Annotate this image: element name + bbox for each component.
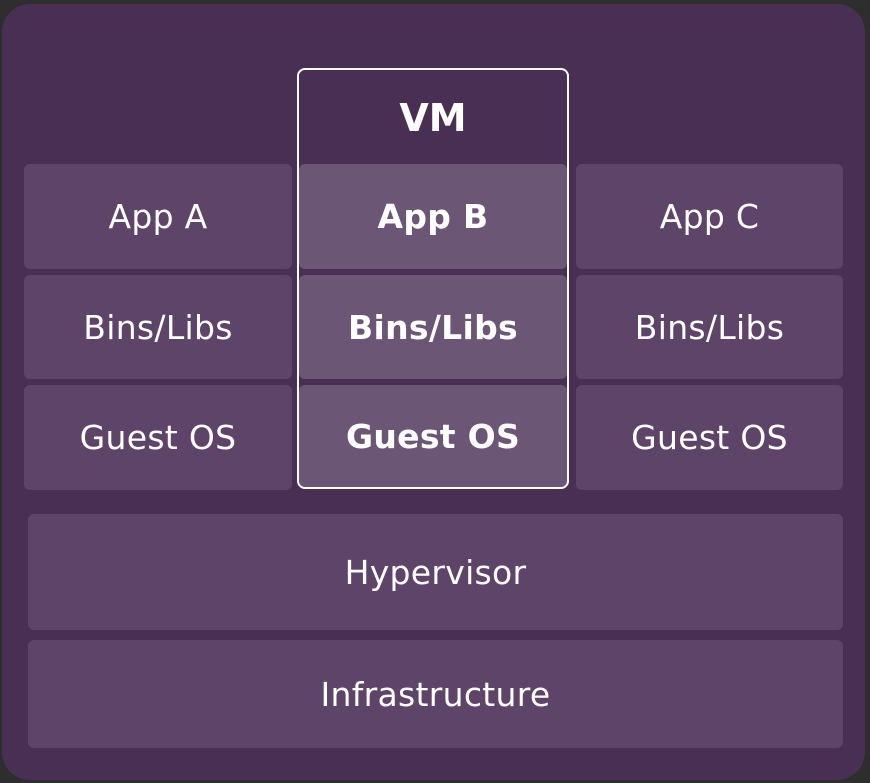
- vm-outline: [297, 68, 569, 489]
- app-b-block: App B: [299, 164, 567, 269]
- infrastructure-block: Infrastructure: [28, 640, 843, 748]
- guest-os-c-block: Guest OS: [576, 385, 843, 490]
- bins-libs-c-block: Bins/Libs: [576, 275, 843, 379]
- hypervisor-block: Hypervisor: [28, 514, 843, 630]
- app-a-block: App A: [24, 164, 292, 269]
- vm-label: VM: [399, 96, 467, 140]
- bins-libs-b-block: Bins/Libs: [299, 275, 567, 379]
- guest-os-a-block: Guest OS: [24, 385, 292, 490]
- app-c-block: App C: [576, 164, 843, 269]
- guest-os-b-block: Guest OS: [299, 385, 567, 487]
- bins-libs-a-block: Bins/Libs: [24, 275, 292, 379]
